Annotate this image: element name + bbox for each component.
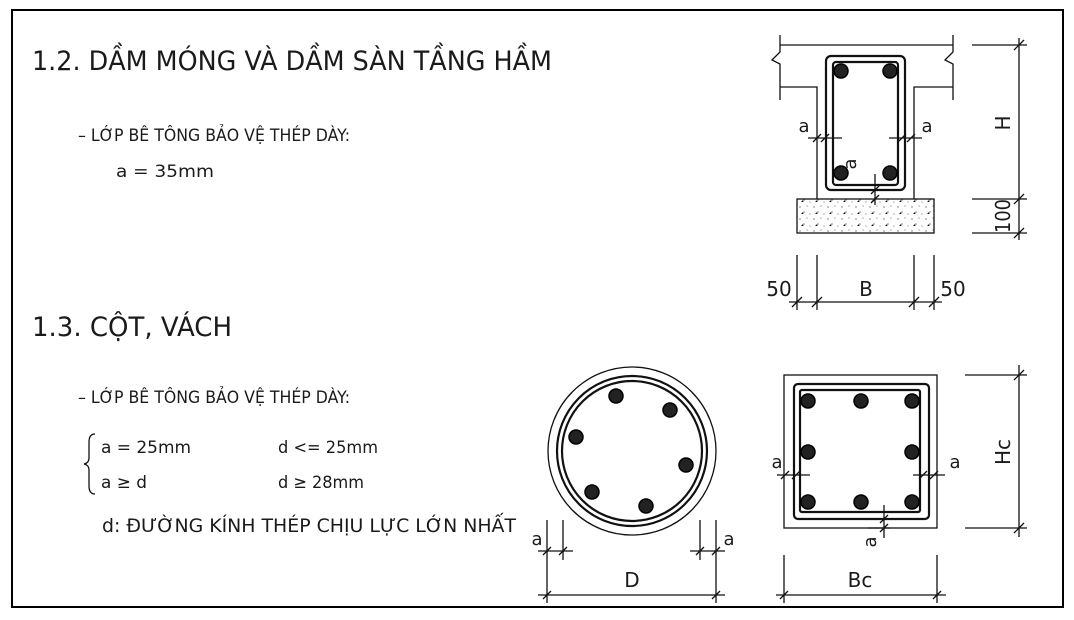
beam-cover-bottom: a: [840, 158, 861, 169]
beam-section-diagram: H 100 50 B 50 a a a: [766, 35, 1027, 310]
dim-h: H: [991, 115, 1015, 130]
rebar: [833, 165, 849, 181]
section-column-text: 1.3. CỘT, VÁCH – LỚP BÊ TÔNG BẢO VỆ THÉP…: [32, 311, 516, 537]
stirrup: [792, 382, 931, 521]
spiral-stirrup: [555, 374, 709, 528]
rebar: [882, 165, 898, 181]
section-beam-title: 1.2. DẦM MÓNG VÀ DẦM SÀN TẦNG HẦM: [32, 42, 552, 77]
dim-d: D: [624, 568, 639, 592]
sheet-frame: [11, 9, 1064, 608]
rect-column-diagram: Hc a a a Bc: [771, 365, 1027, 603]
rebar: [853, 494, 869, 510]
rule2-d: d ≥ 28mm: [278, 473, 364, 493]
rebar: [662, 402, 678, 418]
rebar: [904, 393, 920, 409]
break-line: [770, 35, 954, 100]
beam-cover-right: a: [921, 116, 932, 137]
round-cover-right: a: [723, 529, 734, 550]
rebar: [584, 484, 600, 500]
rebar: [882, 63, 898, 79]
stirrup: [824, 54, 907, 192]
rebar: [800, 494, 816, 510]
dim-50-right: 50: [940, 277, 965, 301]
section-column-title: 1.3. CỘT, VÁCH: [32, 311, 232, 343]
dim-bc: Bc: [848, 568, 873, 592]
section-beam-text: 1.2. DẦM MÓNG VÀ DẦM SÀN TẦNG HẦM – LỚP …: [32, 42, 552, 182]
rebar: [904, 494, 920, 510]
dim-b: B: [859, 277, 873, 301]
rebar: [568, 429, 584, 445]
rule2-a: a ≥ d: [101, 473, 147, 493]
rect-cover-bottom: a: [860, 536, 881, 547]
rebar: [904, 444, 920, 460]
rule1-a: a = 25mm: [101, 438, 191, 458]
diameter-note: d: ĐƯỜNG KÍNH THÉP CHỊU LỰC LỚN NHẤT: [102, 512, 516, 537]
rebar: [853, 393, 869, 409]
rebar: [833, 63, 849, 79]
rect-cover-left: a: [771, 452, 782, 473]
rule1-d: d <= 25mm: [278, 438, 378, 458]
lean-concrete: [796, 198, 935, 234]
beam-cover-label: – LỚP BÊ TÔNG BẢO VỆ THÉP DÀY:: [78, 123, 350, 146]
brace: [83, 433, 96, 495]
beam-cover-left: a: [798, 116, 809, 137]
dim-100: 100: [991, 199, 1015, 233]
rebar: [800, 393, 816, 409]
column-cover-label: – LỚP BÊ TÔNG BẢO VỆ THÉP DÀY:: [78, 385, 350, 408]
rebar: [678, 457, 694, 473]
round-column-diagram: a a D: [531, 366, 735, 603]
rebar: [608, 388, 624, 404]
rebar: [638, 498, 654, 514]
round-cover-left: a: [531, 529, 542, 550]
dim-hc: Hc: [991, 439, 1015, 465]
beam-cover-value: a = 35mm: [116, 162, 214, 182]
rect-cover-right: a: [949, 452, 960, 473]
rebar: [800, 444, 816, 460]
dim-50-left: 50: [766, 277, 791, 301]
